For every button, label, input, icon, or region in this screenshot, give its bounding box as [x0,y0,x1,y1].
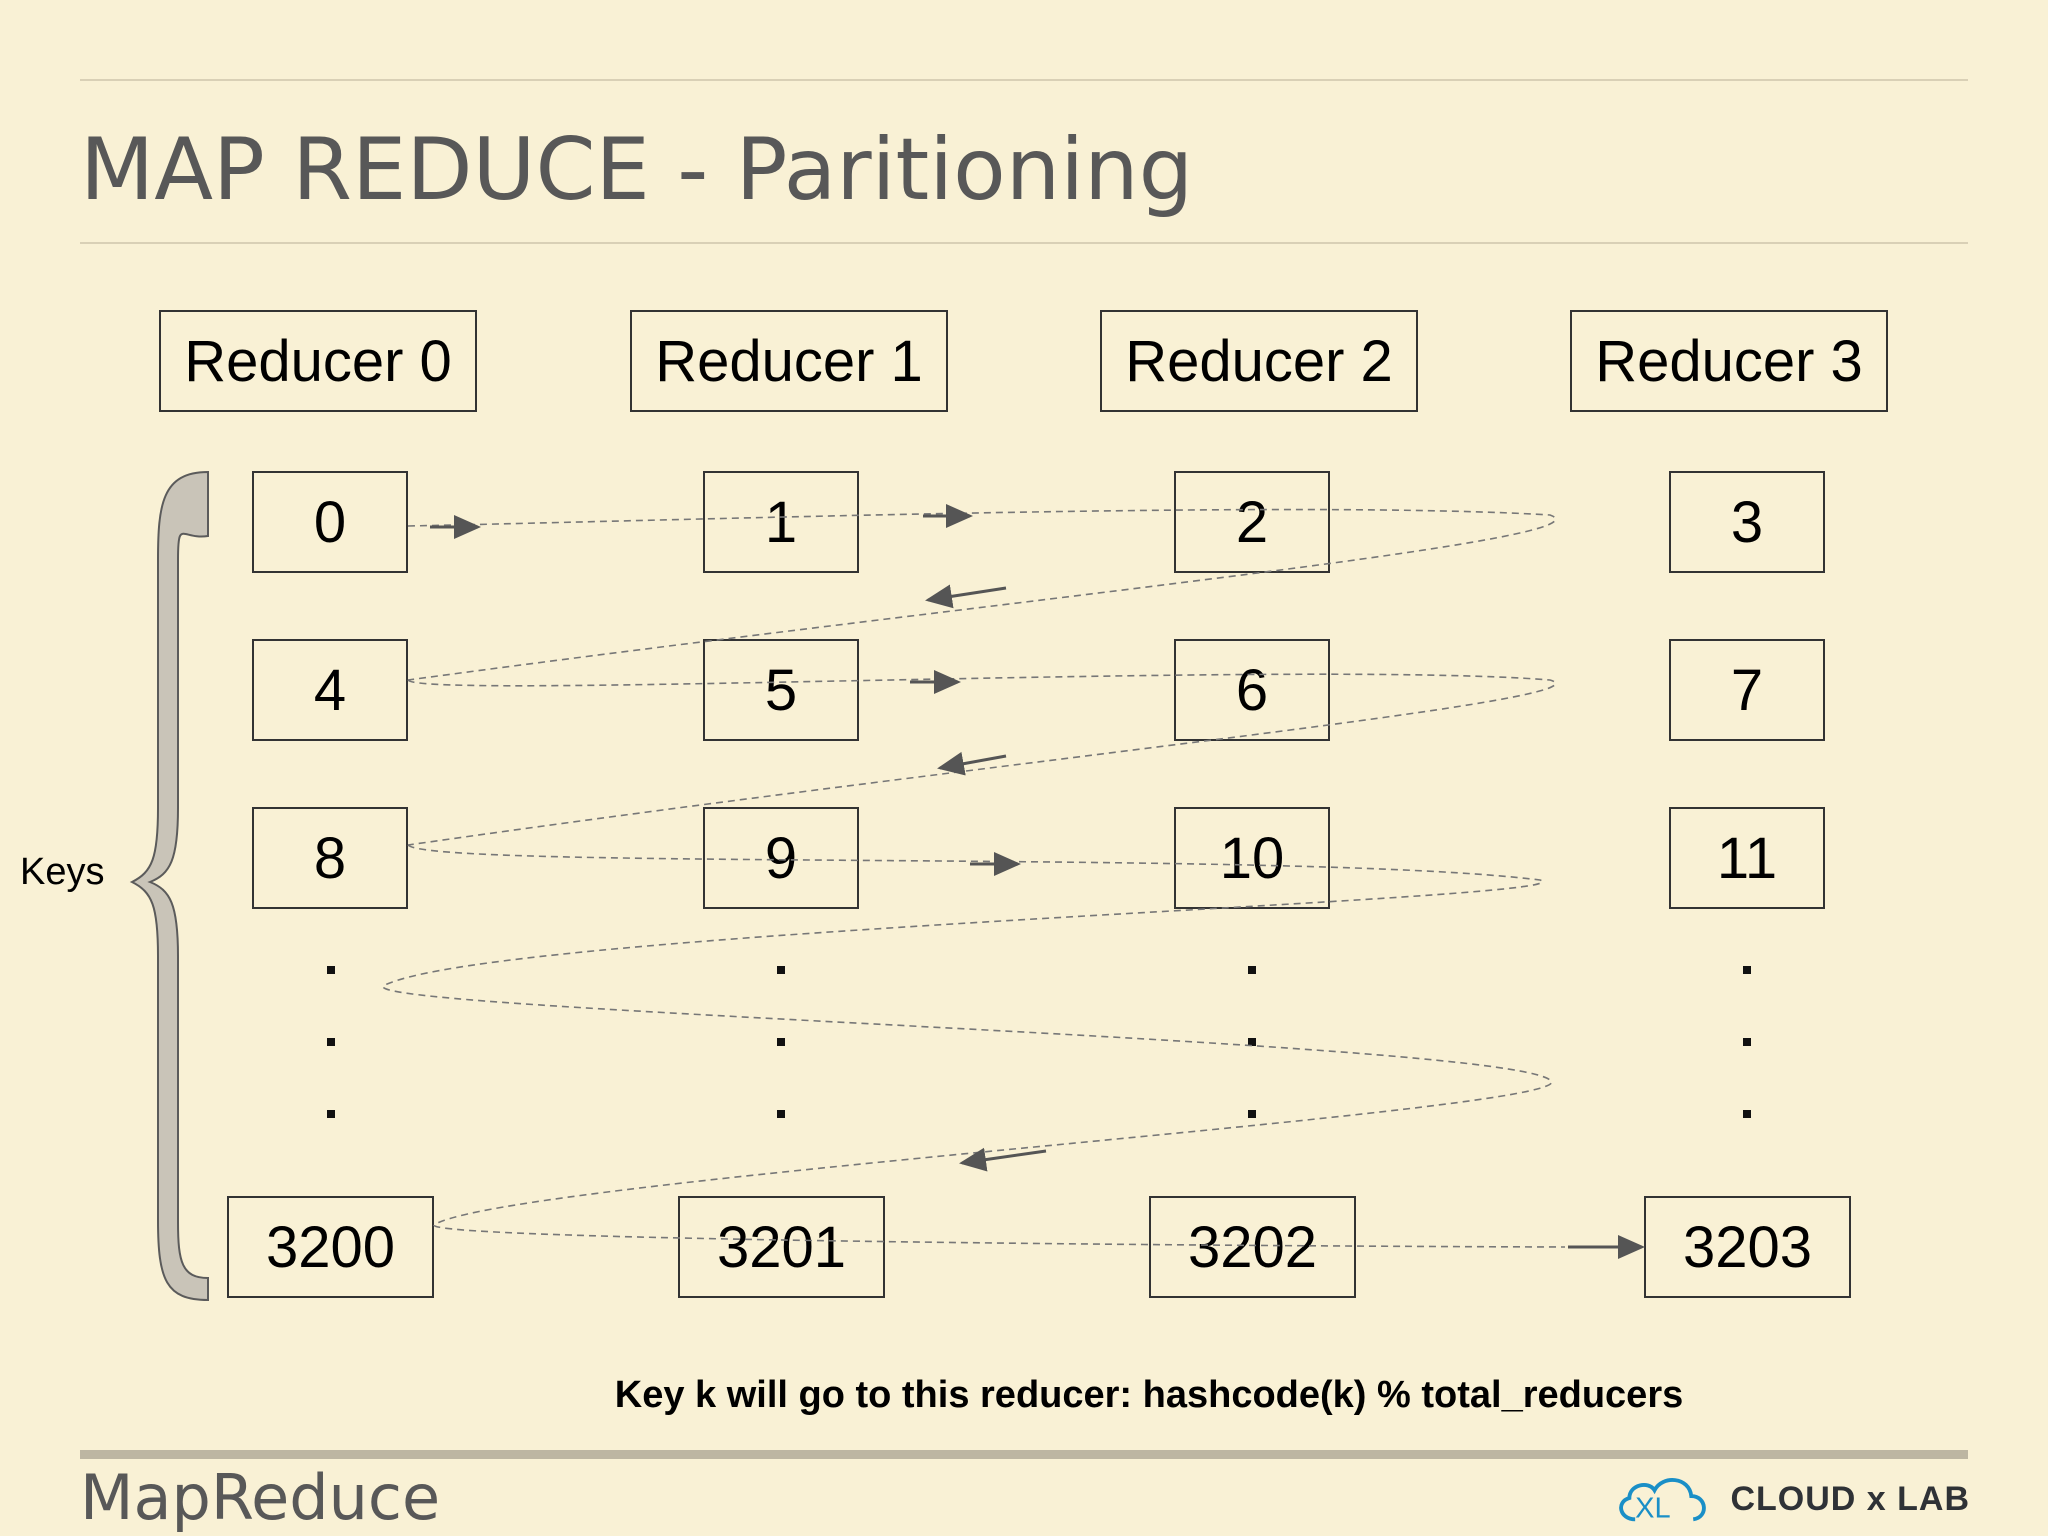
footer-bar [80,1450,1968,1459]
key-box: 1 [703,471,859,573]
key-box: 11 [1669,807,1825,909]
key-box: 3201 [678,1196,885,1298]
flow-arrow [925,584,1007,609]
cloud-icon: XL [1619,1478,1706,1524]
top-rule [80,79,1968,81]
key-box: 0 [252,471,408,573]
key-box: 3 [1669,471,1825,573]
flow-arrow [959,1147,1047,1172]
flow-curve-last-row [433,1224,1566,1248]
slide-title: MAP REDUCE - Paritioning [80,120,1194,220]
flow-curve-row-2 [407,673,1557,846]
key-box: 6 [1174,639,1330,741]
keys-label: Keys [20,851,105,893]
reducer-2-box: Reducer 2 [1100,310,1418,412]
flow-curve-row-1 [407,508,1557,681]
reducer-1-box: Reducer 1 [630,310,948,412]
svg-text:XL: XL [1635,1492,1671,1524]
key-box: 3202 [1149,1196,1356,1298]
logo-text: CLOUD x LAB [1730,1479,1970,1518]
key-box: 4 [252,639,408,741]
key-box: 3200 [227,1196,434,1298]
key-box: 7 [1669,639,1825,741]
key-box: 9 [703,807,859,909]
key-box: 3203 [1644,1196,1851,1298]
title-rule [80,242,1968,244]
key-box: 10 [1174,807,1330,909]
key-box: 5 [703,639,859,741]
reducer-3-box: Reducer 3 [1570,310,1888,412]
partition-formula-caption: Key k will go to this reducer: hashcode(… [614,1374,1684,1416]
cloudxlab-logo: XL CLOUD x LAB [1610,1468,1970,1530]
flow-curve-row-3 [382,844,1553,1226]
footer-section-title: MapReduce [80,1461,441,1534]
key-box: 2 [1174,471,1330,573]
flow-arrow [937,751,1007,776]
reducer-0-box: Reducer 0 [159,310,477,412]
key-box: 8 [252,807,408,909]
